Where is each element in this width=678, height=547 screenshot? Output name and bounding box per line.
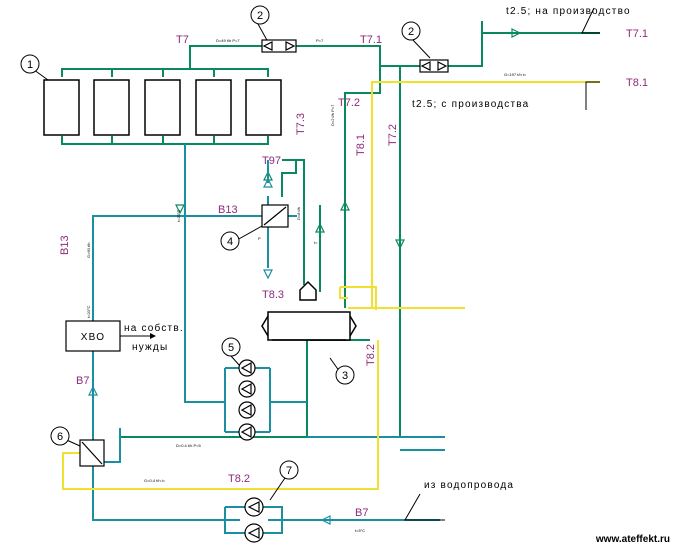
mark-d-t7-2: D=2 t/h P=7 [330, 104, 335, 126]
heater-2a [261, 39, 297, 53]
watermark: www.ateffekt.ru [595, 534, 670, 545]
callout-4 [220, 231, 240, 251]
water-arrows [88, 177, 331, 525]
mark-p-t7-1: P=7 [316, 38, 324, 43]
label-t7-3: T7.3 [295, 113, 307, 135]
pumps-5 [238, 359, 256, 441]
steam-pipes [61, 21, 600, 438]
label-b7-bottom: B7 [355, 507, 368, 519]
label-t7-2-b: T7.2 [387, 124, 399, 146]
boiler-1e [245, 79, 282, 136]
label-t8-2-vert: T8.2 [365, 344, 377, 366]
pump-5b [238, 380, 256, 398]
own-needs-line-2: нужды [132, 342, 168, 353]
label-t8-3: T8.3 [262, 289, 284, 301]
boiler-1d [195, 79, 232, 136]
label-b7-left: B7 [76, 375, 89, 387]
parameter-marks: D=49 t/h P=7 P=7 G=197 t/h t= t= P D=0.4… [86, 38, 527, 533]
pump-5d [238, 423, 256, 441]
mark-d-t97: D=8 t/h [296, 207, 301, 220]
boiler-1b [93, 79, 130, 136]
callout-3-num: 3 [342, 370, 348, 382]
callout-6 [50, 426, 70, 446]
to-production-note: t2.5; на производство [506, 6, 631, 17]
label-b13-v: B13 [59, 235, 71, 255]
hvo-unit: ХВО [65, 320, 156, 352]
callout-7 [279, 460, 299, 480]
label-t8-1-vert: T8.1 [355, 134, 367, 156]
mark-t-hvo: t=20°C [86, 306, 91, 318]
heater-4 [261, 204, 289, 228]
callout-5 [221, 337, 241, 357]
boiler-1c [144, 79, 181, 136]
callout-2a [250, 5, 270, 25]
annotations: t2.5; на производство t2.5; с производст… [124, 6, 670, 545]
steam-arrows [175, 28, 522, 250]
label-t7-1-right: T7.1 [626, 28, 648, 40]
equipment-callouts [20, 5, 421, 480]
callout-7-num: 7 [286, 465, 292, 477]
hvo-label: ХВО [81, 332, 105, 343]
label-t8-1-right: T8.1 [626, 77, 648, 89]
label-t97: T97 [262, 155, 281, 167]
from-water-supply-note: из водопровода [424, 480, 514, 491]
callout-5-num: 5 [228, 342, 234, 354]
mark-t-b7: t=5°C [355, 528, 365, 533]
callout-2a-num: 2 [257, 10, 263, 22]
condensate-pipes [62, 81, 600, 490]
boiler-1a [43, 79, 80, 136]
callout-numbers: 1 2 2 3 4 5 6 7 [27, 10, 414, 477]
pump-5a [238, 359, 256, 377]
mark-g-6: G=0.4 t/h t= [144, 478, 166, 483]
pump-7a [244, 497, 264, 517]
callout-2b-num: 2 [408, 26, 414, 38]
callout-1-num: 1 [27, 59, 33, 71]
label-b13-h: B13 [218, 204, 238, 216]
callout-1 [20, 54, 40, 74]
deaerator [261, 280, 357, 341]
label-t7: T7 [176, 34, 189, 46]
label-t7-1-top: T7.1 [360, 34, 382, 46]
mark-p-4: P [258, 236, 261, 241]
mark-t-b13: t=20°C [176, 210, 181, 222]
callout-2b [401, 21, 421, 41]
pumps-7 [244, 497, 264, 543]
callout-3 [335, 365, 355, 385]
boiler-bank [43, 79, 282, 136]
callout-6-num: 6 [57, 431, 63, 443]
mark-g-b13: G=60 t/h [86, 243, 91, 258]
pump-7b [244, 523, 264, 543]
own-needs-line-1: на собств. [124, 322, 184, 334]
label-t7-2-a: T7.2 [338, 97, 360, 109]
mark-d-t7: D=49 t/h P=7 [216, 38, 240, 43]
heater-2b [419, 59, 449, 73]
pipe-labels: T7 T7.1 T7.1 T8.1 T7.2 T97 B13 T8.3 B7 T… [59, 28, 648, 519]
from-production-note: t2.5; с производства [412, 99, 529, 110]
label-t8-2-bottom: T8.2 [228, 473, 250, 485]
mark-t-4: t= [314, 240, 318, 245]
mark-d-6: D=0.4 t/h P=5 [176, 443, 201, 448]
heater-6 [79, 439, 105, 467]
mark-g-t8-1: G=197 t/h t= [504, 72, 527, 77]
callout-4-num: 4 [227, 236, 233, 248]
pump-5c [238, 401, 256, 419]
